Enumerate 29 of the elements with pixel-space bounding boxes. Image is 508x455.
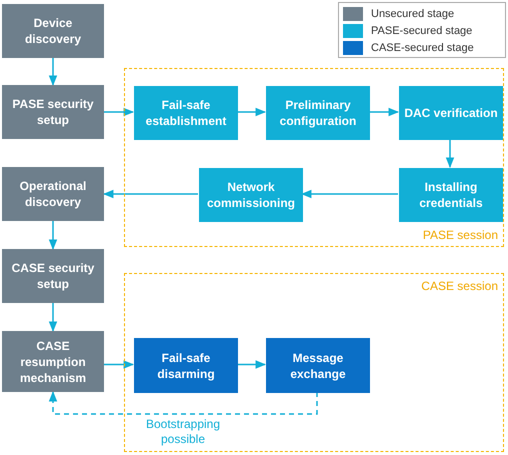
session-label: PASE session bbox=[422, 228, 498, 242]
arrow bbox=[104, 360, 134, 369]
process-box: Network commissioning bbox=[199, 168, 303, 222]
process-box: PASE security setup bbox=[2, 85, 104, 139]
process-box: Fail-safe disarming bbox=[134, 338, 238, 393]
session-label: CASE session bbox=[421, 279, 498, 293]
legend-label: Unsecured stage bbox=[371, 8, 454, 20]
process-box: Message exchange bbox=[266, 338, 370, 393]
legend-label: PASE-secured stage bbox=[371, 25, 472, 37]
process-box: Fail-safe establishment bbox=[134, 86, 238, 140]
session-frame bbox=[124, 68, 504, 247]
process-box: Device discovery bbox=[2, 4, 104, 58]
arrow bbox=[237, 108, 266, 116]
arrow bbox=[48, 221, 58, 250]
arrow bbox=[237, 360, 266, 369]
process-box: Installing credentials bbox=[399, 168, 503, 222]
legend-label: CASE-secured stage bbox=[371, 42, 474, 54]
process-box: DAC verification bbox=[399, 86, 503, 140]
process-box: CASE security setup bbox=[2, 249, 104, 303]
arrow bbox=[102, 190, 198, 198]
process-box: Operational discovery bbox=[2, 167, 104, 221]
arrow bbox=[48, 303, 58, 332]
process-box: CASE resumption mechanism bbox=[2, 331, 104, 392]
process-box: Preliminary configuration bbox=[266, 86, 370, 140]
arrow bbox=[48, 390, 318, 415]
arrow bbox=[48, 58, 58, 86]
arrow bbox=[369, 108, 400, 116]
arrow bbox=[446, 139, 454, 168]
arrow bbox=[104, 108, 134, 116]
